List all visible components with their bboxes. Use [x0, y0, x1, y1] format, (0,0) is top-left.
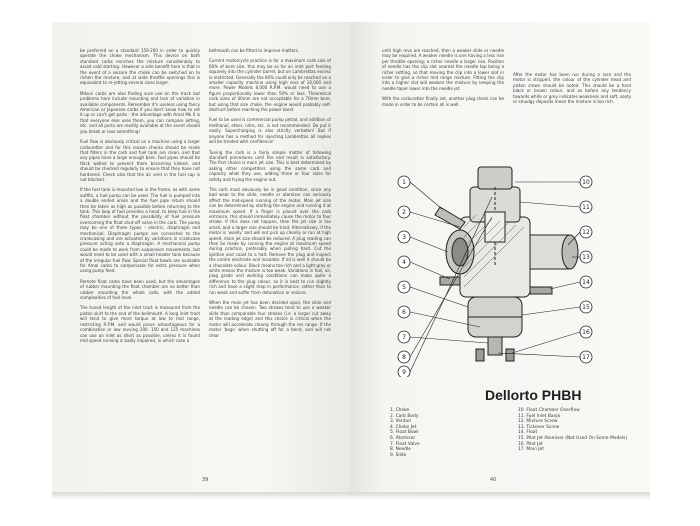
callout-number: 1	[402, 179, 406, 186]
callout-number: 14	[582, 279, 590, 286]
open-booklet: be preferred on a standard 150-200 in or…	[52, 22, 650, 500]
right-page-column-2: After the motor has been run during a ra…	[513, 72, 631, 109]
legend-item: 13. Tickover Screw	[518, 424, 560, 430]
legend-item: 3. Venturi	[390, 419, 412, 425]
paragraph: If the fuel tank is mounted low in the f…	[80, 187, 200, 274]
legend-item: 11. Fuel Inlet Banjo	[518, 413, 561, 419]
callout-circle	[579, 325, 593, 339]
callout-circle	[579, 300, 593, 314]
left-page-number: 39	[202, 477, 209, 483]
paragraph: bellmouth can be fitted to improve matte…	[209, 48, 300, 53]
callout-circle	[579, 200, 593, 214]
legend-item: 17. Main Jet	[518, 447, 544, 453]
legend-item: 10. Float Chamber Overflow	[518, 408, 580, 413]
callout-circle	[397, 365, 411, 377]
legend-item: 6. Atomiser	[390, 435, 416, 441]
callout-circle	[397, 350, 411, 364]
paragraph: With the carburettor finally set, anothe…	[382, 96, 504, 107]
legend-item: 7. Float Valve	[390, 441, 420, 447]
booklet-shadow	[52, 492, 650, 500]
legend-item: 14. Float	[518, 430, 538, 436]
left-page: be preferred on a standard 150-200 in or…	[52, 22, 350, 492]
paragraph: The carb must obviously be in good condi…	[209, 186, 332, 295]
legend-item: 12. Mixture Screw	[518, 419, 558, 425]
paragraph: Mikuni carbs are also finding sure use o…	[80, 90, 200, 134]
callout-number: 5	[402, 284, 406, 291]
callout-circle	[397, 230, 411, 244]
callout-circle	[397, 205, 411, 219]
left-page-column-2: bellmouth can be fitted to improve matte…	[209, 48, 331, 343]
callout-circle	[397, 330, 411, 344]
callout-number: 2	[402, 209, 406, 216]
paragraph: be preferred on a standard 150-200 in or…	[80, 48, 200, 86]
callout-number: 11	[582, 204, 590, 211]
callout-circle	[579, 175, 593, 189]
paragraph: Fuel flow is obviously critical on a mac…	[80, 139, 200, 182]
callout-circle	[579, 275, 593, 289]
callout-number: 4	[402, 259, 406, 266]
legend-item: 1. Choke	[390, 408, 410, 413]
callout-number: 12	[582, 229, 590, 236]
callout-number: 9	[402, 369, 406, 376]
legend-item: 4. Choke Jet	[390, 424, 417, 430]
paragraph: Remote float carbs have been used, but t…	[80, 278, 200, 301]
legend-item: 9. Slide	[390, 452, 407, 458]
right-page-column-1: until high revs are reached, then a weak…	[382, 48, 504, 112]
paragraph: When the main jet has been decided upon,…	[209, 300, 331, 338]
callout-circle	[579, 350, 593, 364]
callout-number: 3	[402, 234, 406, 241]
right-page-number: 40	[490, 477, 497, 483]
right-page: until high revs are reached, then a weak…	[350, 22, 650, 492]
legend-item: 8. Needle	[390, 447, 411, 453]
paragraph: until high revs are reached, then a weak…	[382, 48, 504, 91]
paragraph: After the motor has been run during a ra…	[513, 72, 631, 105]
callout-circle	[397, 280, 411, 294]
paragraph: Fuel to be used is commercial pump petro…	[209, 117, 331, 145]
callout-circle	[579, 225, 593, 239]
callout-number: 8	[402, 354, 406, 361]
callout-circle	[397, 255, 411, 269]
paragraph: The tuned length of the inlet tract is m…	[80, 305, 200, 343]
callout-number: 16	[582, 329, 590, 336]
diagram-title: Dellorto PHBH	[485, 387, 582, 403]
callout-number: 10	[582, 179, 590, 186]
legend-item: 16. Pilot Jet	[518, 441, 543, 447]
callout-number: 7	[402, 334, 406, 341]
callout-circle	[579, 250, 593, 264]
legend-item: 15. Pilot Jet Atomiser (Not Used On Some…	[518, 435, 628, 441]
callout-circle	[397, 305, 411, 319]
left-page-column-1: be preferred on a standard 150-200 in or…	[80, 48, 200, 348]
callout-number: 17	[582, 354, 590, 361]
callout-number: 15	[582, 304, 590, 311]
callout-number: 13	[582, 254, 590, 261]
legend-item: 5. Float Bowl	[390, 430, 419, 436]
paragraph: Current motorcycle practice is for a max…	[209, 58, 331, 113]
callout-number: 6	[402, 309, 406, 316]
callout-circle	[397, 175, 411, 189]
paragraph: Tuning the carb is a fairly simple matte…	[209, 149, 331, 182]
legend-item: 2. Carb Body	[390, 413, 419, 419]
